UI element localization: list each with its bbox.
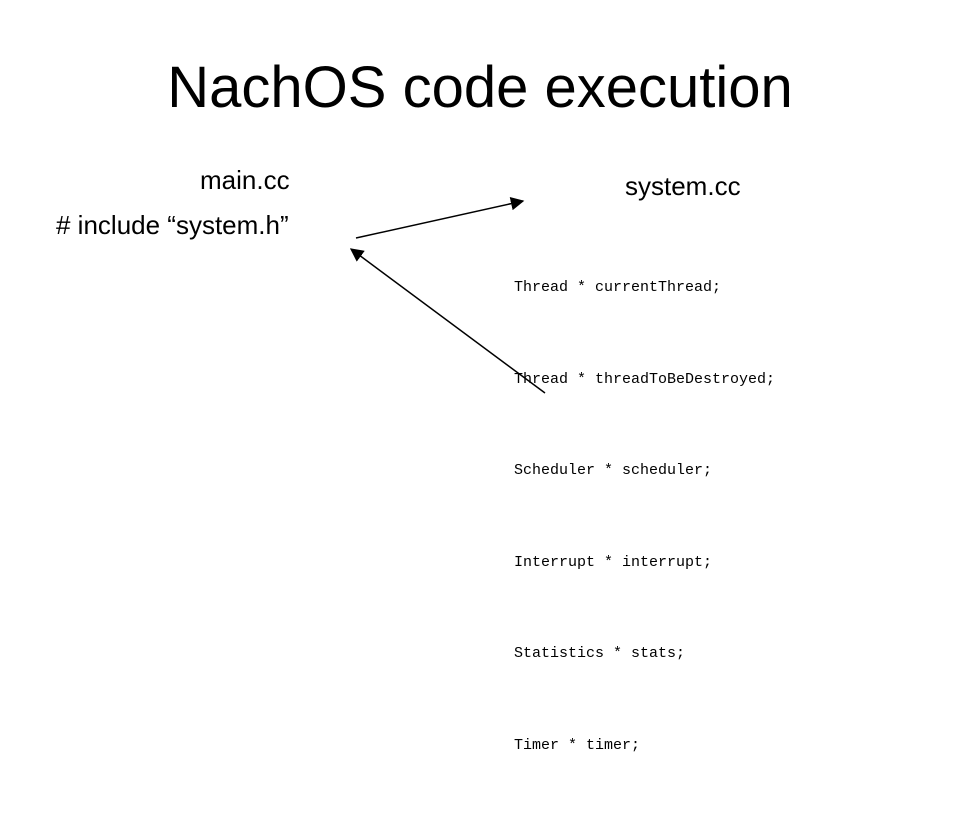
code-line-thread-to-be-destroyed: Thread * threadToBeDestroyed; <box>514 370 776 388</box>
include-directive: # include “system.h” <box>56 210 289 240</box>
system-cc-code: Thread * currentThread; Thread * threadT… <box>514 212 775 822</box>
code-line-stats: Statistics * stats; <box>514 645 686 662</box>
system-cc-label: system.cc <box>625 171 741 201</box>
slide: NachOS code execution main.cc # include … <box>56 55 793 754</box>
code-line-timer: Timer * timer; <box>514 736 641 754</box>
code-line-current-thread: Thread * currentThread; <box>514 279 722 296</box>
code-line-scheduler: Scheduler * scheduler; <box>514 462 713 479</box>
include-to-system-arrow <box>355 197 525 239</box>
slide-title: NachOS code execution <box>167 55 793 120</box>
main-cc-label: main.cc <box>200 165 290 195</box>
code-line-interrupt: Interrupt * interrupt; <box>514 553 713 571</box>
